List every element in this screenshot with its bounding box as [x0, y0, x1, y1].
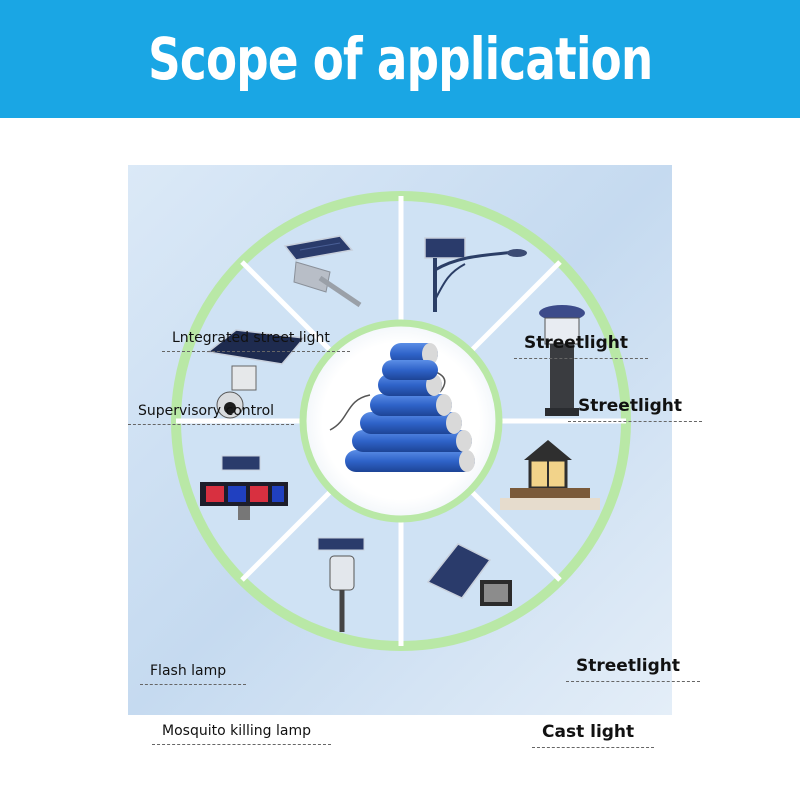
pillar-lamp-icon: [500, 440, 600, 510]
solar-street-light-icon: [283, 235, 362, 308]
security-camera-icon: [206, 329, 306, 419]
label-integrated-street-light: Lntegrated street light: [162, 330, 350, 352]
label-streetlight-2: Streetlight: [568, 396, 702, 422]
mosquito-lamp-icon: [317, 537, 365, 632]
bollard-light-icon: [539, 305, 585, 416]
label-streetlight-1: Streetlight: [514, 333, 648, 359]
label-streetlight-3: Streetlight: [566, 656, 700, 682]
battery-pack-icon: [329, 343, 475, 472]
floodlight-icon: [426, 543, 512, 606]
label-mosquito-killing-lamp: Mosquito killing lamp: [152, 723, 331, 745]
label-cast-light: Cast light: [531, 722, 655, 748]
application-diagram: Lntegrated street light Streetlight Stre…: [0, 118, 800, 800]
flash-lamp-icon: [200, 455, 288, 520]
diagram-graphic: [128, 165, 672, 715]
page-title: Scope of application: [147, 25, 653, 93]
label-flash-lamp: Flash lamp: [139, 663, 247, 685]
label-supervisory-control: Supervisory control: [127, 403, 295, 425]
title-banner: Scope of application: [0, 0, 800, 118]
streetlight-pole-icon: [424, 237, 527, 312]
